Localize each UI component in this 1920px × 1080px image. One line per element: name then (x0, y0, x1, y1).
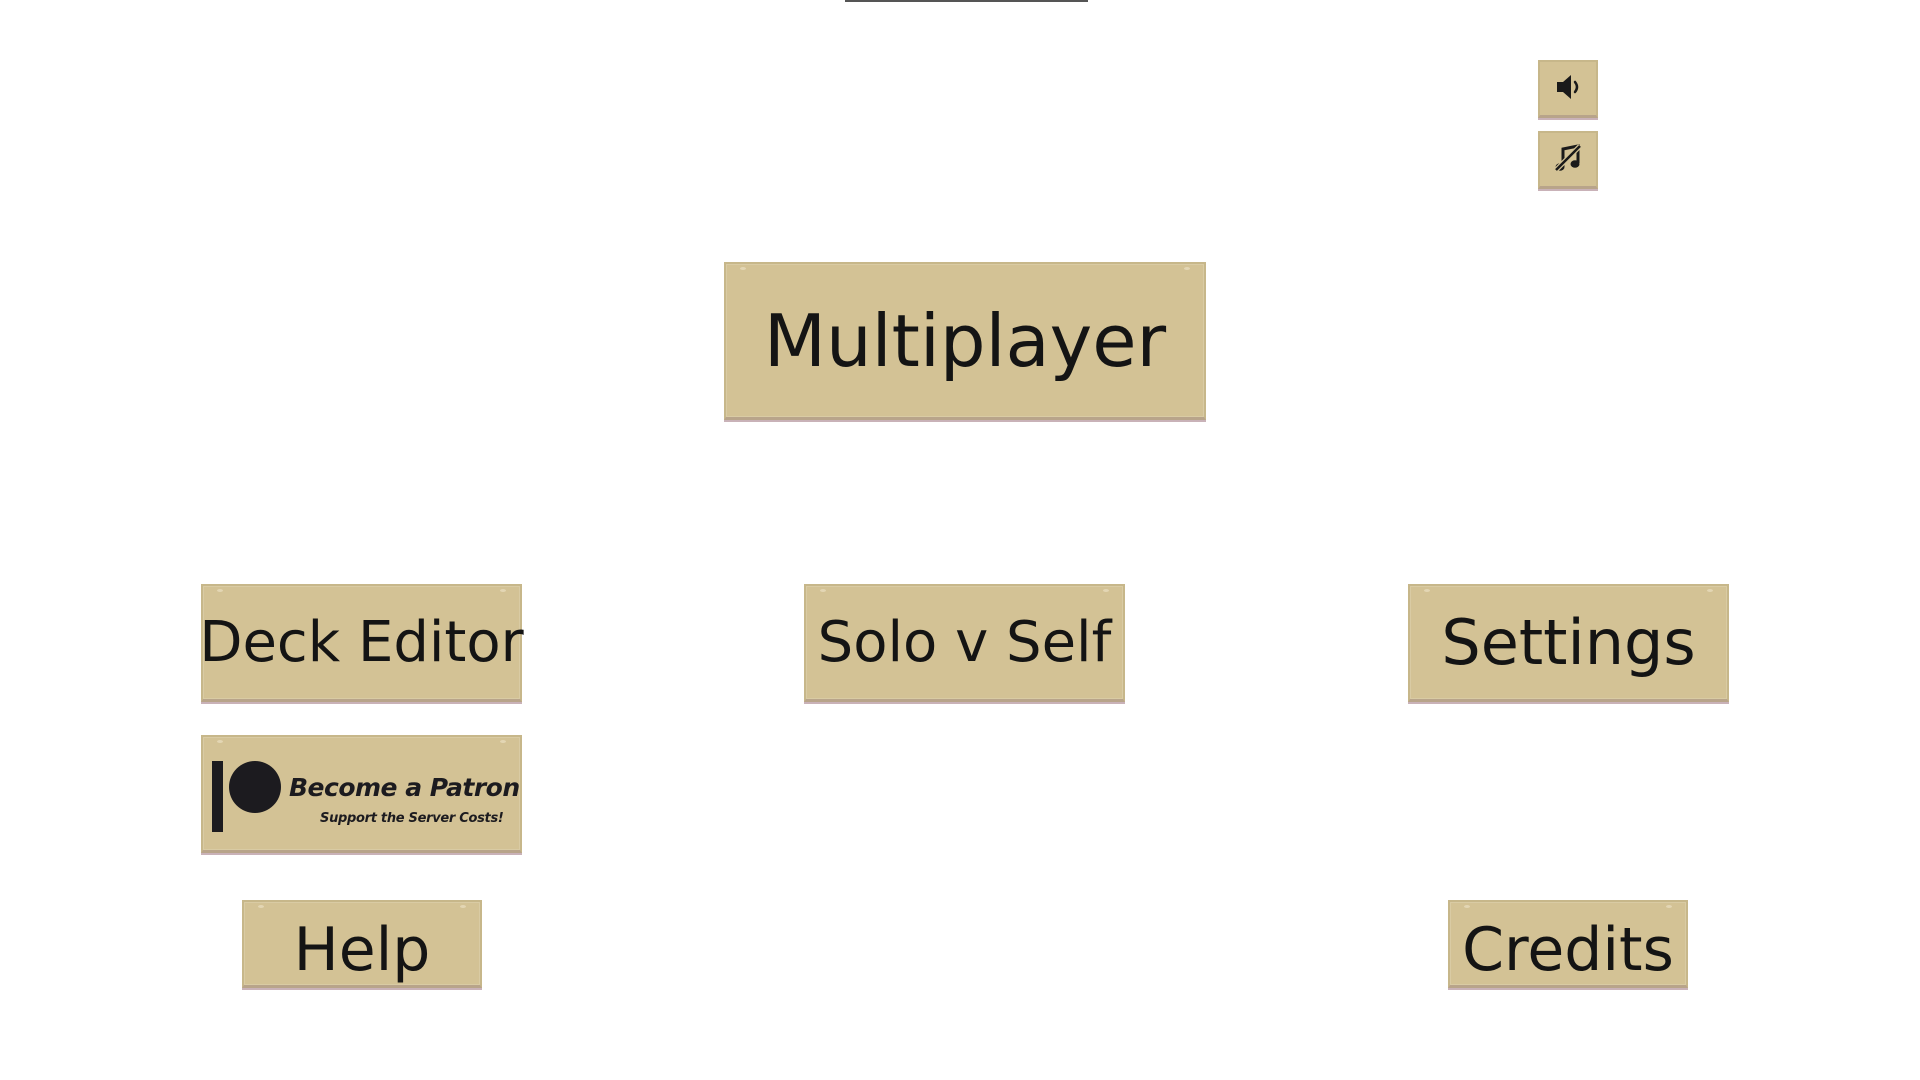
sound-toggle-button[interactable] (1538, 60, 1598, 118)
patreon-logo-bar (212, 761, 223, 832)
deck-editor-button[interactable]: Deck Editor (199, 584, 524, 702)
music-muted-icon (1551, 141, 1585, 179)
patron-button[interactable]: Become a Patron Support the Server Costs… (201, 735, 522, 853)
credits-label: Credits (1462, 914, 1674, 985)
speaker-icon (1551, 70, 1585, 108)
music-toggle-button[interactable] (1538, 131, 1598, 189)
patron-subtitle: Support the Server Costs! (320, 811, 504, 826)
multiplayer-button[interactable]: Multiplayer (724, 262, 1206, 420)
solo-label: Solo v Self (817, 609, 1112, 675)
patron-title: Become a Patron (289, 773, 520, 802)
credits-button[interactable]: Credits (1448, 900, 1688, 988)
solo-button[interactable]: Solo v Self (804, 584, 1125, 702)
top-divider (845, 0, 1088, 2)
help-button[interactable]: Help (242, 900, 482, 988)
patreon-logo-icon (229, 761, 281, 813)
deck-editor-label: Deck Editor (199, 609, 524, 675)
settings-button[interactable]: Settings (1408, 584, 1729, 702)
multiplayer-label: Multiplayer (763, 298, 1167, 383)
settings-label: Settings (1441, 605, 1696, 679)
help-label: Help (293, 914, 431, 985)
patron-banner: Become a Patron Support the Server Costs… (203, 737, 520, 850)
